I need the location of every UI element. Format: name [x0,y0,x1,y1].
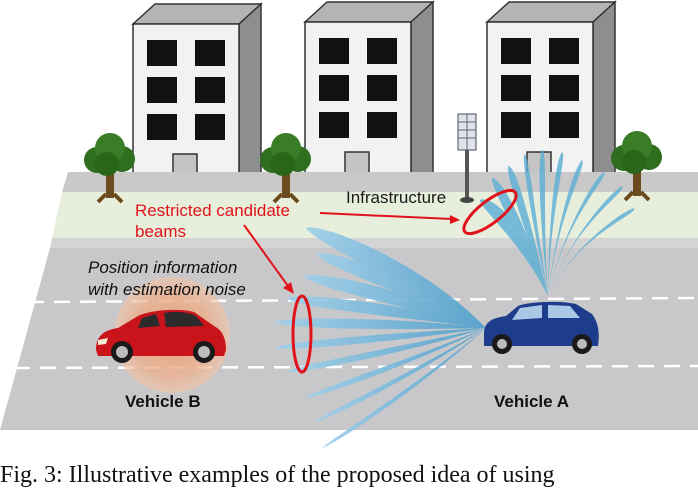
restricted-beams-highlight-a [462,188,518,236]
restricted-label-line2: beams [135,222,187,241]
restricted-candidate-beams-label: Restricted candidate beams [135,200,290,242]
sidewalk-top [62,172,698,192]
position-label-line1: Position information [88,258,238,277]
arrow-to-infrastructure-beams [319,212,460,224]
vehicle-b-label: Vehicle B [125,392,201,411]
figure-caption: Fig. 3: Illustrative examples of the pro… [0,462,555,488]
vehicle-a-beams [274,227,486,448]
building-icon [132,3,262,195]
infrastructure-label: Infrastructure [346,188,447,207]
position-label-line2: with estimation noise [88,280,246,299]
building-icon [304,1,434,193]
antenna-tower-icon [457,113,477,203]
red-car-icon [96,309,226,363]
arrow-to-vehicle-beams [243,224,294,294]
blue-car-icon [484,301,599,354]
restricted-beams-highlight-b [291,294,313,374]
restricted-label-line1: Restricted candidate [135,201,290,220]
infrastructure-beams [479,150,635,296]
position-information-label: Position information with estimation noi… [88,257,246,301]
vehicle-a-label: Vehicle A [494,392,569,411]
curb [50,238,698,248]
building-icon [486,1,616,193]
